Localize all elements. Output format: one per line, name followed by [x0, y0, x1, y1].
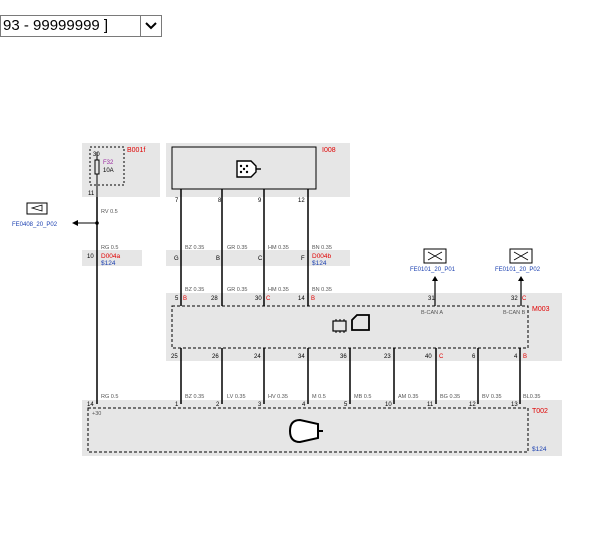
module-pin: 40 [425, 354, 432, 360]
wire-label: MB 0.5 [354, 394, 371, 400]
wire-label: AM 0.35 [398, 394, 418, 400]
d004b-pin: F [301, 256, 305, 262]
module-pin: 25 [171, 354, 178, 360]
lamp-pin: 2 [216, 402, 220, 408]
connector-plug-icon [236, 160, 261, 178]
chevron-down-icon[interactable] [140, 16, 161, 36]
select-value: 93 - 99999999 ] [3, 17, 109, 34]
fuse-box-id: B001f [127, 147, 145, 154]
ground-connector-icon [26, 202, 48, 215]
wire-label: RG 0.5 [101, 394, 118, 400]
ecu-top-id: I008 [322, 147, 336, 154]
can-a-pin-label: B-CAN A [421, 310, 443, 316]
plus30-label: +30 [92, 411, 101, 417]
wire-label: GR 0.35 [227, 245, 247, 251]
wire-label: HM 0.35 [268, 245, 289, 251]
lamp-pin: 5 [344, 402, 348, 408]
ecu-pin: 12 [298, 198, 305, 204]
ground-point-label: FE0408_20_P02 [12, 222, 58, 228]
lamp-pin: 10 [385, 402, 392, 408]
module-pin: 6 [472, 354, 476, 360]
lamp-background [82, 400, 562, 456]
module-pin: 30 [255, 296, 262, 302]
wire-label: BZ 0.35 [185, 287, 204, 293]
lamp-pin: 14 [87, 402, 94, 408]
ecu-top-background [166, 143, 350, 197]
module-pin: 34 [298, 354, 305, 360]
wire-label: LV 0.35 [227, 394, 246, 400]
control-module-icon [332, 314, 370, 333]
lamp-pin: 11 [427, 402, 434, 408]
wire-label: BV 0.35 [482, 394, 502, 400]
ecu-top [171, 146, 317, 190]
wire-label: RV 0.5 [101, 209, 118, 215]
wire-label: BZ 0.35 [185, 245, 204, 251]
module-pin: 28 [211, 296, 218, 302]
module-pin-flag: C [266, 296, 271, 302]
can-b-label: FE0101_20_P02 [495, 267, 541, 273]
module-pin-flag: C [439, 354, 444, 360]
wire-label: HV 0.35 [268, 394, 288, 400]
lamp-pin: 3 [258, 402, 262, 408]
module-pin: 5 [175, 296, 179, 302]
d004a-code: $124 [101, 260, 116, 267]
module-pin-flag: B [183, 296, 187, 302]
lamp-pin: 4 [302, 402, 306, 408]
d004b-pin: C [258, 256, 263, 262]
lamp-assembly [87, 407, 529, 453]
ecu-pin: 8 [218, 198, 222, 204]
module-pin: 14 [298, 296, 305, 302]
lamp-pin: 1 [175, 402, 179, 408]
wire-label: HM 0.35 [268, 287, 289, 293]
fuse-pin: 11 [88, 191, 95, 197]
lamp-pin: 12 [469, 402, 476, 408]
d004b-id: D004b [312, 253, 332, 260]
ecu-pin: 9 [258, 198, 262, 204]
d004b-pin: G [174, 256, 179, 262]
wire-label: BG 0.35 [440, 394, 460, 400]
diagram-variant-select[interactable]: 93 - 99999999 ] [0, 15, 162, 37]
wire-label: M 0.5 [312, 394, 326, 400]
wire-label: BN 0.35 [312, 245, 332, 251]
lamp-code: $124 [532, 446, 547, 453]
module-pin: 36 [340, 354, 347, 360]
ecu-pin: 7 [175, 198, 179, 204]
module-pin: 32 [511, 296, 518, 302]
wire-label: BZ 0.35 [185, 394, 204, 400]
module-pin-flag: B [523, 354, 527, 360]
d004a-pin: 10 [87, 254, 94, 260]
wire-label: GR 0.35 [227, 287, 247, 293]
module-id: M003 [532, 306, 550, 313]
lamp-icon [288, 418, 323, 444]
lamp-id: T002 [532, 408, 548, 415]
fuse-id: F32 [103, 160, 114, 166]
wire-label: BN 0.35 [312, 287, 332, 293]
module-pin-flag: B [311, 296, 315, 302]
d004b-pin: B [216, 256, 220, 262]
d004a-id: D004a [101, 253, 121, 260]
fuse-rating: 10A [103, 168, 114, 174]
module-pin: 31 [428, 296, 435, 302]
can-b-pin-label: B-CAN B [503, 310, 526, 316]
wire-label: RG 0.5 [101, 245, 118, 251]
module-background [166, 293, 562, 361]
can-a-label: FE0101_20_P01 [410, 267, 456, 273]
lamp-pin: 13 [511, 402, 518, 408]
module-pin-flag: C [522, 296, 527, 302]
fuse-box [89, 146, 125, 186]
module-pin: 26 [212, 354, 219, 360]
d004b-code: $124 [312, 260, 327, 267]
d004b-background [166, 250, 350, 266]
module-pin: 23 [384, 354, 391, 360]
module-pin: 24 [254, 354, 261, 360]
wire-label: BL0.35 [523, 394, 540, 400]
module-pin: 4 [514, 354, 518, 360]
